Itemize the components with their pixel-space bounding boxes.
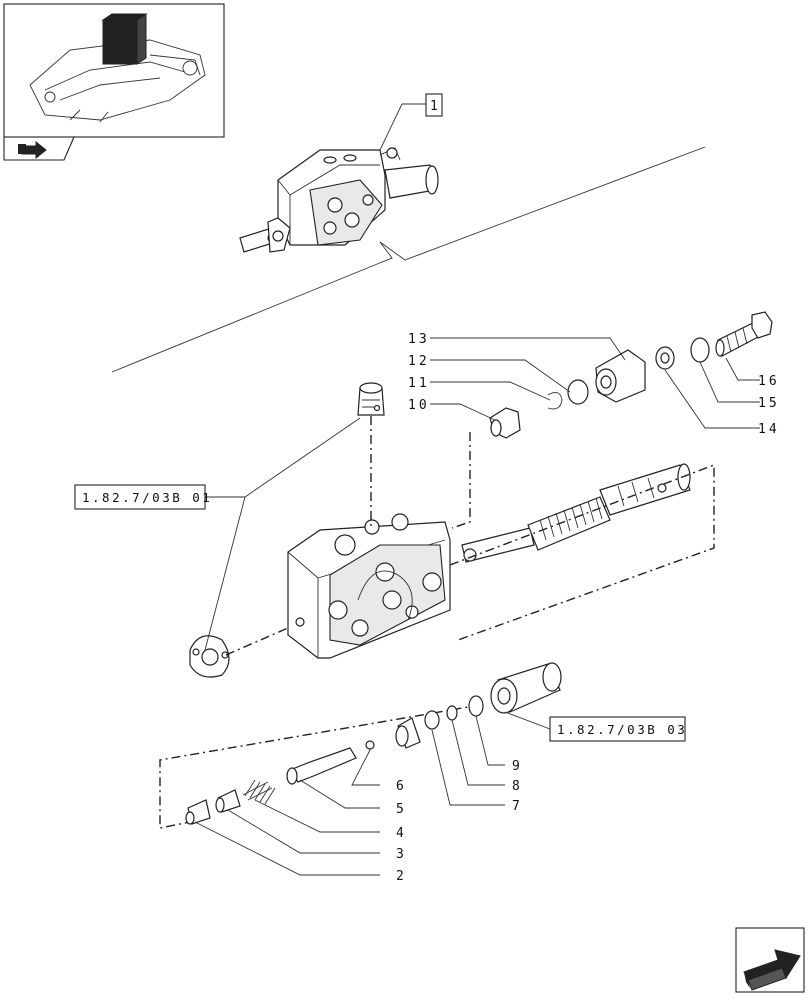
assembly-callout-text: 1 [430,99,441,114]
part-8: 8 [512,779,523,794]
part-2: 2 [396,869,407,884]
section-cut-line [111,146,706,373]
part-6: 6 [396,779,407,794]
part-14: 14 [758,422,780,437]
part-number-labels: 13 12 11 10 16 15 14 9 8 7 6 5 4 3 2 [396,332,780,884]
valve-body [287,513,451,659]
part-11: 11 [408,376,430,391]
part-3: 3 [396,847,407,862]
reference-lower[interactable]: 1.82.7/03B 03 [549,716,687,742]
part-15: 15 [758,396,780,411]
assembled-valve-section [239,147,439,253]
flange-part [189,635,230,678]
part-9: 9 [512,759,523,774]
tractor-thumbnail-image [29,13,206,123]
parts-upper-right [489,311,773,439]
part-13: 13 [408,332,430,347]
prev-page-button[interactable] [3,136,75,161]
part-12: 12 [408,354,430,369]
leader-lines [194,337,760,876]
thumbnail-panel [3,3,225,161]
part-7: 7 [512,799,523,814]
part-16: 16 [758,374,780,389]
next-page-button[interactable] [735,927,805,993]
reference-upper[interactable]: 1.82.7/03B 01 [74,484,212,510]
assembly-callout: 1 [379,93,443,151]
reference-lower-text: 1.82.7/03B 03 [557,722,687,737]
top-plug [357,382,385,416]
next-page-arrow-icon [743,949,801,991]
valve-spool [461,463,691,563]
parts-lower [185,662,562,825]
reference-upper-text: 1.82.7/03B 01 [82,490,212,505]
part-10: 10 [408,398,430,413]
part-5: 5 [396,802,407,817]
part-4: 4 [396,826,407,841]
